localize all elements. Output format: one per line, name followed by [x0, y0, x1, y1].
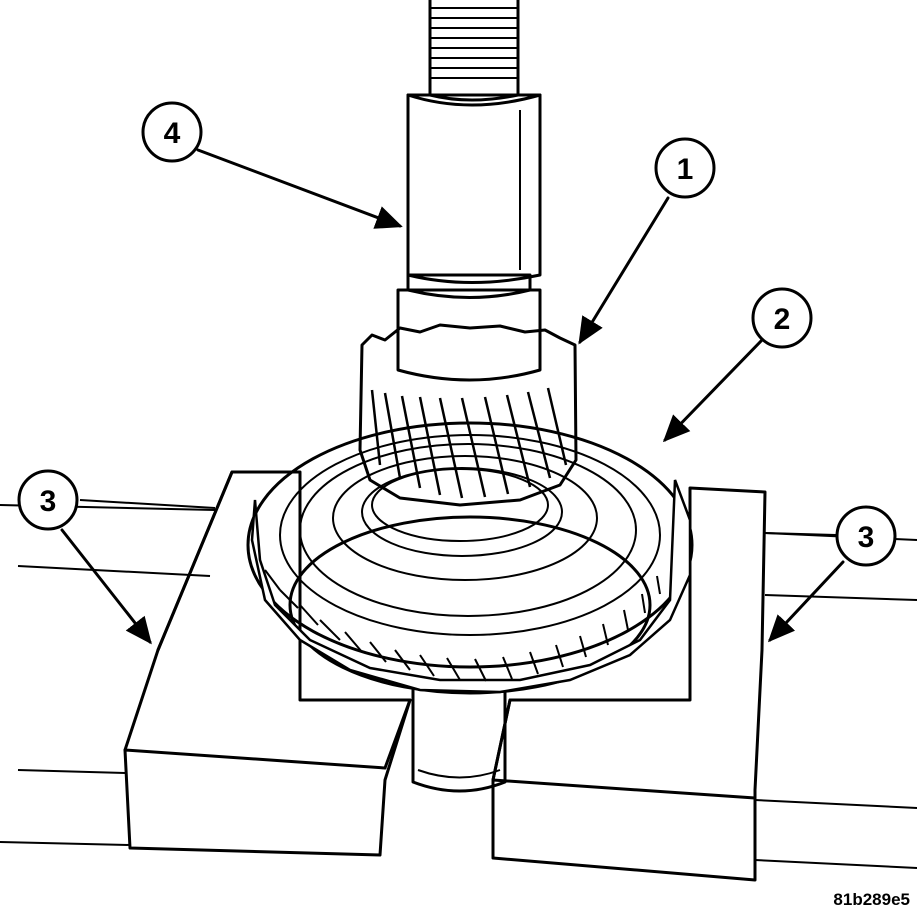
support-block-right — [491, 486, 767, 882]
leader-arrow-3-right — [767, 560, 845, 643]
callout-2: 2 — [751, 287, 813, 349]
figure-id: 81b289e5 — [833, 890, 910, 909]
svg-text:1: 1 — [677, 153, 694, 186]
leader-arrow-1 — [578, 196, 670, 345]
ram-threads — [430, 7, 518, 79]
small-gear — [358, 323, 578, 507]
leader-arrows — [60, 148, 845, 645]
press-ram — [396, 0, 542, 382]
callout-4: 4 — [141, 101, 203, 163]
callout-3-right: 3 — [835, 505, 897, 567]
large-gear — [246, 421, 694, 695]
svg-text:4: 4 — [164, 117, 181, 150]
lower-shaft — [411, 688, 507, 793]
leader-arrow-2 — [662, 338, 764, 443]
leader-arrow-4 — [196, 148, 403, 229]
callout-3-left: 3 — [17, 469, 79, 531]
svg-text:2: 2 — [774, 303, 791, 336]
svg-text:3: 3 — [858, 521, 875, 554]
svg-text:3: 3 — [40, 485, 57, 518]
leader-arrow-3-left — [60, 528, 152, 645]
support-block-left — [123, 470, 412, 857]
callout-1: 1 — [654, 137, 716, 199]
large-gear-teeth — [250, 479, 692, 694]
